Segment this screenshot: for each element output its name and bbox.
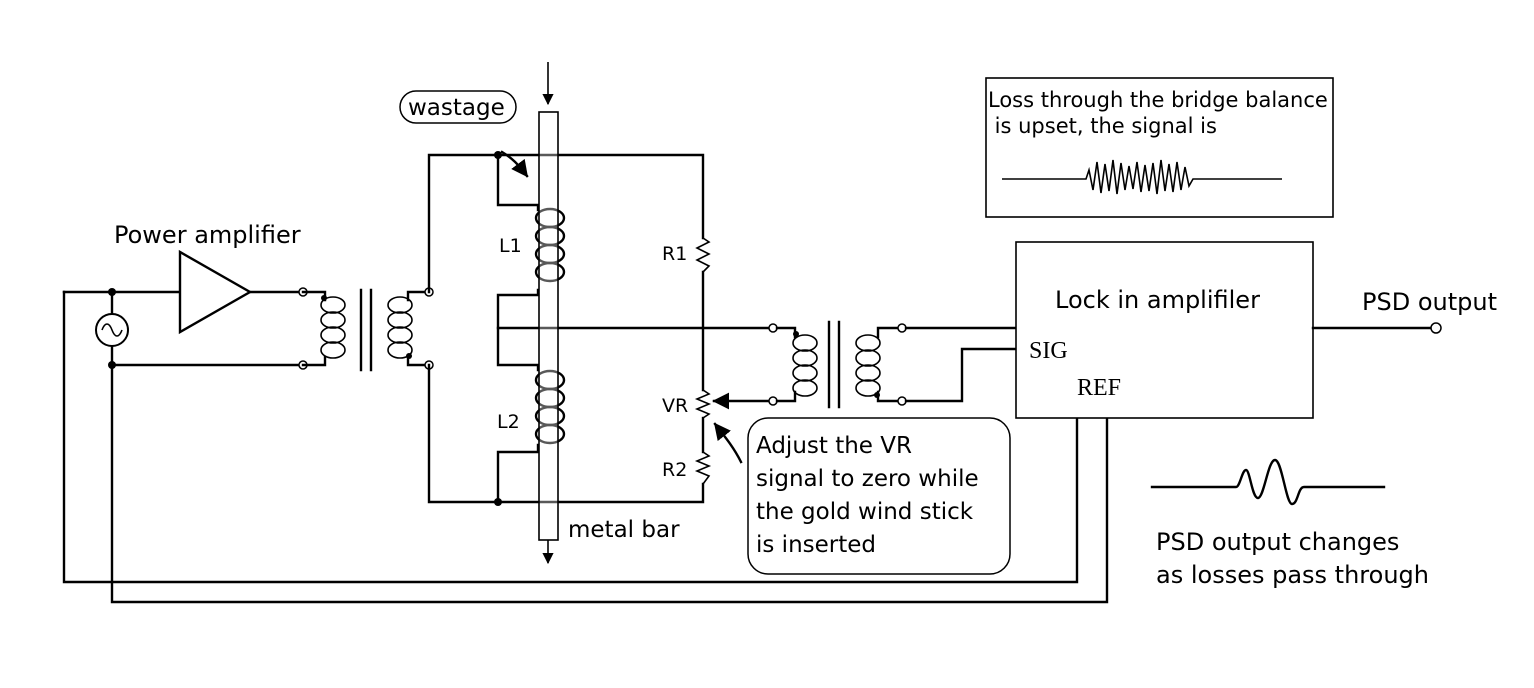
coil-icon: [320, 296, 346, 359]
metal-bar-label: metal bar: [568, 517, 680, 543]
psd-waveform-icon: [1150, 458, 1386, 506]
lock-in-amplifier-label: Lock in amplifiler: [1055, 286, 1260, 314]
resistor-r1-label: R1: [662, 243, 687, 265]
potentiometer-icon: [694, 389, 770, 419]
metal-bar: [538, 111, 559, 541]
output-transformer: [768, 320, 1018, 409]
loss-signal-box: [985, 77, 1334, 218]
wastage-bubble: [399, 90, 517, 124]
noise-waveform-icon: [1002, 159, 1282, 195]
psd-change-text-line-2: as losses pass through: [1156, 561, 1429, 589]
coil-icon: [855, 334, 881, 397]
amplifier-triangle-icon: [178, 249, 253, 335]
psd-change-text-line-1: PSD output changes: [1156, 528, 1399, 556]
arrow-icon: [500, 150, 529, 178]
ac-source-loop-wires: [62, 290, 1109, 604]
wastage-label: wastage: [408, 95, 505, 121]
power-amplifier-label: Power amplifier: [114, 221, 301, 249]
resistor-r2-label: R2: [662, 459, 687, 481]
loss-text-line-2: is upset, the signal is: [988, 114, 1217, 138]
sig-label: SIG: [1029, 338, 1068, 364]
coil-l2-label: L2: [497, 411, 520, 433]
coil-icon: [534, 207, 566, 283]
resistor-icon: [694, 451, 712, 485]
adjust-text-line-4: is inserted: [756, 532, 876, 558]
coil-l1-label: L1: [499, 235, 522, 257]
vr-label: VR: [662, 395, 688, 417]
loss-text-line-1: Loss through the bridge balance: [988, 88, 1328, 112]
psd-output-label: PSD output: [1362, 288, 1497, 316]
coil-icon: [534, 369, 566, 445]
adjust-text-line-3: the gold wind stick: [756, 499, 974, 525]
coil-icon: [792, 334, 818, 397]
adjust-text-line-2: signal to zero while: [756, 466, 979, 492]
coil-icon: [387, 296, 413, 359]
ref-label: REF: [1077, 375, 1121, 401]
arrow-icon: [713, 422, 743, 464]
adjust-text-line-1: Adjust the VR: [756, 433, 912, 459]
resistor-icon: [695, 237, 711, 273]
ac-source-icon: [95, 313, 129, 347]
input-transformer: [298, 287, 434, 372]
lock-in-amplifier-box: [1015, 241, 1314, 419]
adjust-vr-callout: [747, 417, 1011, 575]
bridge-wires: [427, 153, 770, 504]
